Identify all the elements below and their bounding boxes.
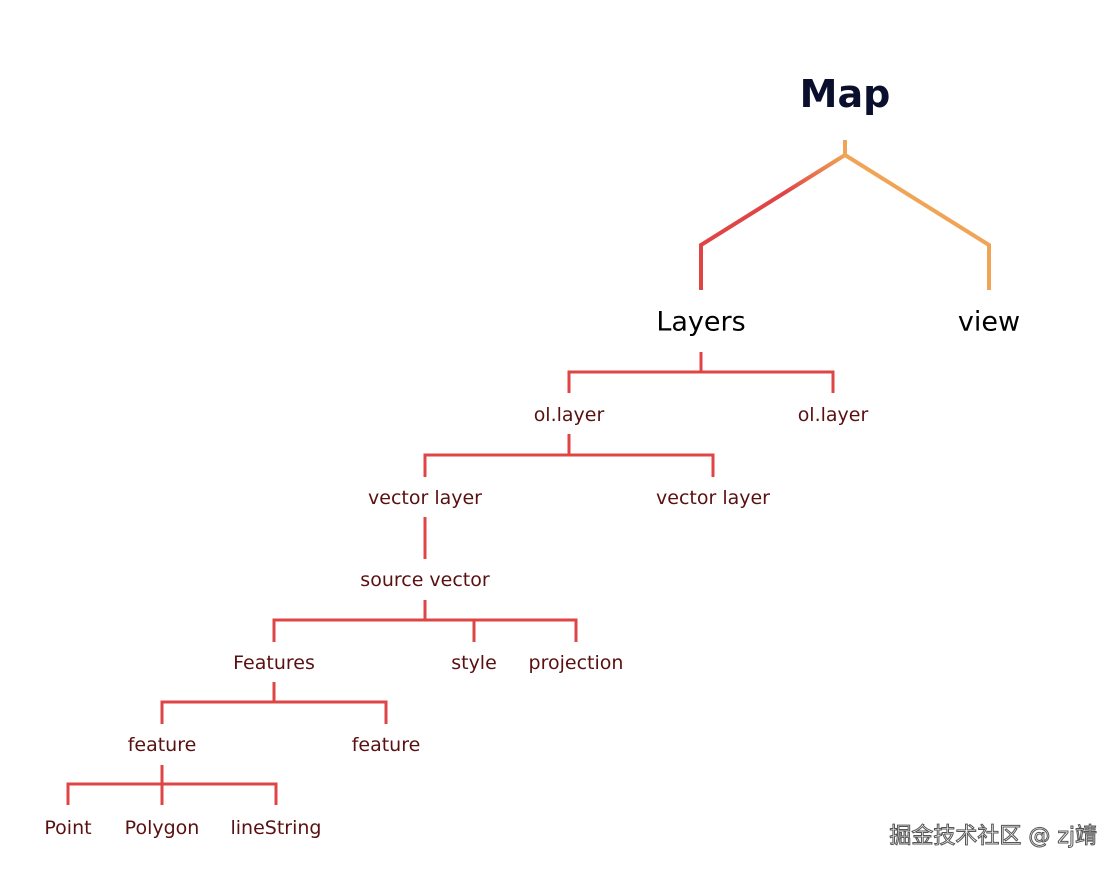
node-ol-layer-left: ol.layer bbox=[533, 404, 605, 426]
connector-map-view bbox=[843, 153, 991, 290]
node-features: Features bbox=[233, 652, 315, 674]
node-view: view bbox=[957, 306, 1021, 338]
connector-vector-bar bbox=[423, 453, 715, 477]
node-vector-layer-left: vector layer bbox=[368, 487, 482, 509]
connector-geom-bar bbox=[66, 782, 278, 805]
node-point: Point bbox=[44, 817, 92, 839]
node-feature-left: feature bbox=[127, 734, 197, 756]
node-projection: projection bbox=[528, 652, 624, 674]
connector-ollayer-bar bbox=[567, 370, 835, 393]
node-feature-right: feature bbox=[351, 734, 421, 756]
node-map: Map bbox=[799, 72, 891, 116]
node-layers: Layers bbox=[656, 306, 746, 338]
node-source-vector: source vector bbox=[360, 569, 490, 591]
connector-map-layers bbox=[699, 140, 847, 290]
connector-feature-bar bbox=[160, 700, 388, 724]
node-polygon: Polygon bbox=[124, 817, 200, 839]
node-linestring: lineString bbox=[230, 817, 322, 839]
node-style: style bbox=[451, 652, 497, 674]
node-ol-layer-right: ol.layer bbox=[797, 404, 869, 426]
watermark: 掘金技术社区 @ zj靖 bbox=[889, 824, 1098, 850]
node-vector-layer-right: vector layer bbox=[656, 487, 770, 509]
connector-source-bar bbox=[272, 618, 578, 642]
